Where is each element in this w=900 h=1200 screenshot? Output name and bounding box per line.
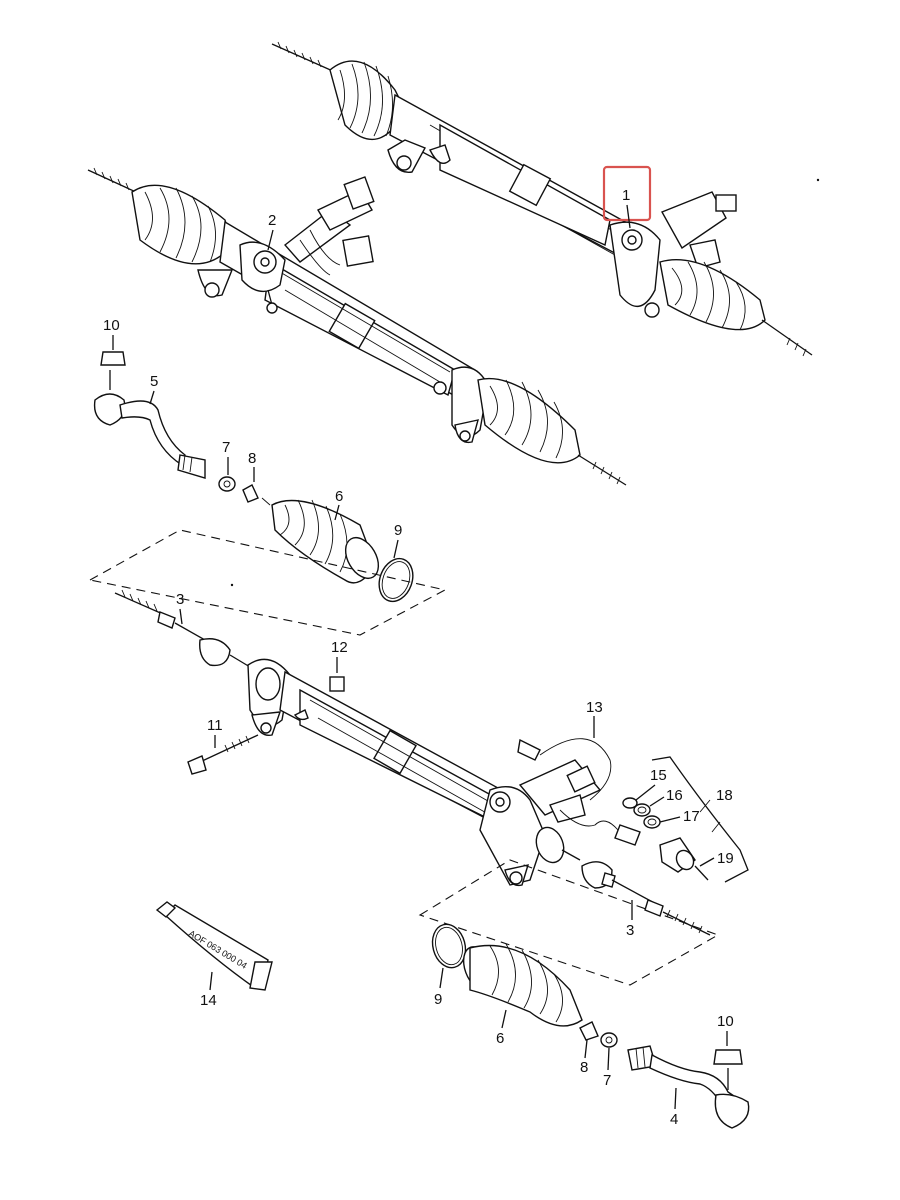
tie-rod-3-lower[interactable]: 3 — [581, 861, 711, 939]
callout-11[interactable]: 11 — [207, 717, 223, 734]
callout-10-left[interactable]: 10 — [103, 317, 120, 334]
callout-8-left[interactable]: 8 — [248, 450, 256, 467]
callout-6-left[interactable]: 6 — [335, 488, 343, 505]
callout-15[interactable]: 15 — [650, 767, 667, 784]
tie-rod-end-left[interactable]: 10 5 — [93, 317, 206, 479]
tie-rod-3-upper[interactable]: 3 — [114, 589, 251, 668]
group-bracket-18: 18 — [651, 756, 749, 883]
steering-rack-3[interactable]: 13 — [247, 658, 641, 887]
lock-plate-8-left[interactable]: 8 — [242, 450, 259, 503]
callout-1[interactable]: 1 — [622, 187, 630, 204]
boot-right-rack1 — [659, 258, 766, 331]
nut-7-left[interactable]: 7 — [218, 439, 236, 492]
callout-9-right[interactable]: 9 — [434, 991, 442, 1008]
nut-7-right[interactable]: 7 — [600, 1032, 618, 1089]
boot-6-right[interactable]: 6 — [458, 943, 583, 1047]
dot-mark — [816, 178, 820, 182]
callout-14[interactable]: 14 — [200, 992, 217, 1009]
callout-2[interactable]: 2 — [268, 212, 276, 229]
callout-13[interactable]: 13 — [586, 699, 603, 716]
steering-rack-1[interactable]: 1 — [271, 41, 813, 357]
callout-10-right[interactable]: 10 — [717, 1013, 734, 1030]
callout-5[interactable]: 5 — [150, 373, 158, 390]
seal-17[interactable]: 17 — [643, 808, 700, 829]
callout-19[interactable]: 19 — [717, 850, 734, 867]
callout-16[interactable]: 16 — [666, 787, 683, 804]
highlight-box-part-1 — [602, 165, 652, 222]
dashed-group-upper — [88, 529, 447, 636]
sensor-assembly[interactable]: 19 — [659, 837, 734, 881]
callout-18[interactable]: 18 — [716, 787, 733, 804]
callout-4[interactable]: 4 — [670, 1111, 678, 1128]
lock-plate-8-right[interactable]: 8 — [579, 1021, 599, 1076]
dashed-group-lower — [418, 859, 720, 986]
callout-17[interactable]: 17 — [683, 808, 700, 825]
seal-16[interactable]: 16 — [633, 787, 683, 817]
dot-mark — [230, 583, 234, 587]
boot-left-rack2 — [131, 184, 233, 265]
callout-3-lower[interactable]: 3 — [626, 922, 634, 939]
callout-12[interactable]: 12 — [331, 639, 348, 656]
callout-9-left[interactable]: 9 — [394, 522, 402, 539]
tie-rod-end-right[interactable]: 10 4 — [627, 1013, 750, 1129]
boot-right-rack2 — [477, 377, 581, 464]
steering-rack-2[interactable]: 2 — [87, 167, 627, 486]
clamp-9-right[interactable]: 9 — [428, 921, 470, 1008]
callout-3-upper[interactable]: 3 — [176, 591, 184, 608]
boot-6-left[interactable]: 6 — [261, 488, 385, 584]
callout-6-right[interactable]: 6 — [496, 1030, 504, 1047]
clamp-9-left[interactable]: 9 — [373, 522, 418, 606]
callout-7-left[interactable]: 7 — [222, 439, 230, 456]
seal-15[interactable]: 15 — [622, 767, 667, 809]
callout-8-right[interactable]: 8 — [580, 1059, 588, 1076]
callout-7-right[interactable]: 7 — [603, 1072, 611, 1089]
bolt-11[interactable]: 11 — [187, 717, 259, 775]
grease-tube-14[interactable]: AOF 063 000 04 14 — [155, 901, 273, 1009]
part-12[interactable]: 12 — [329, 639, 348, 692]
